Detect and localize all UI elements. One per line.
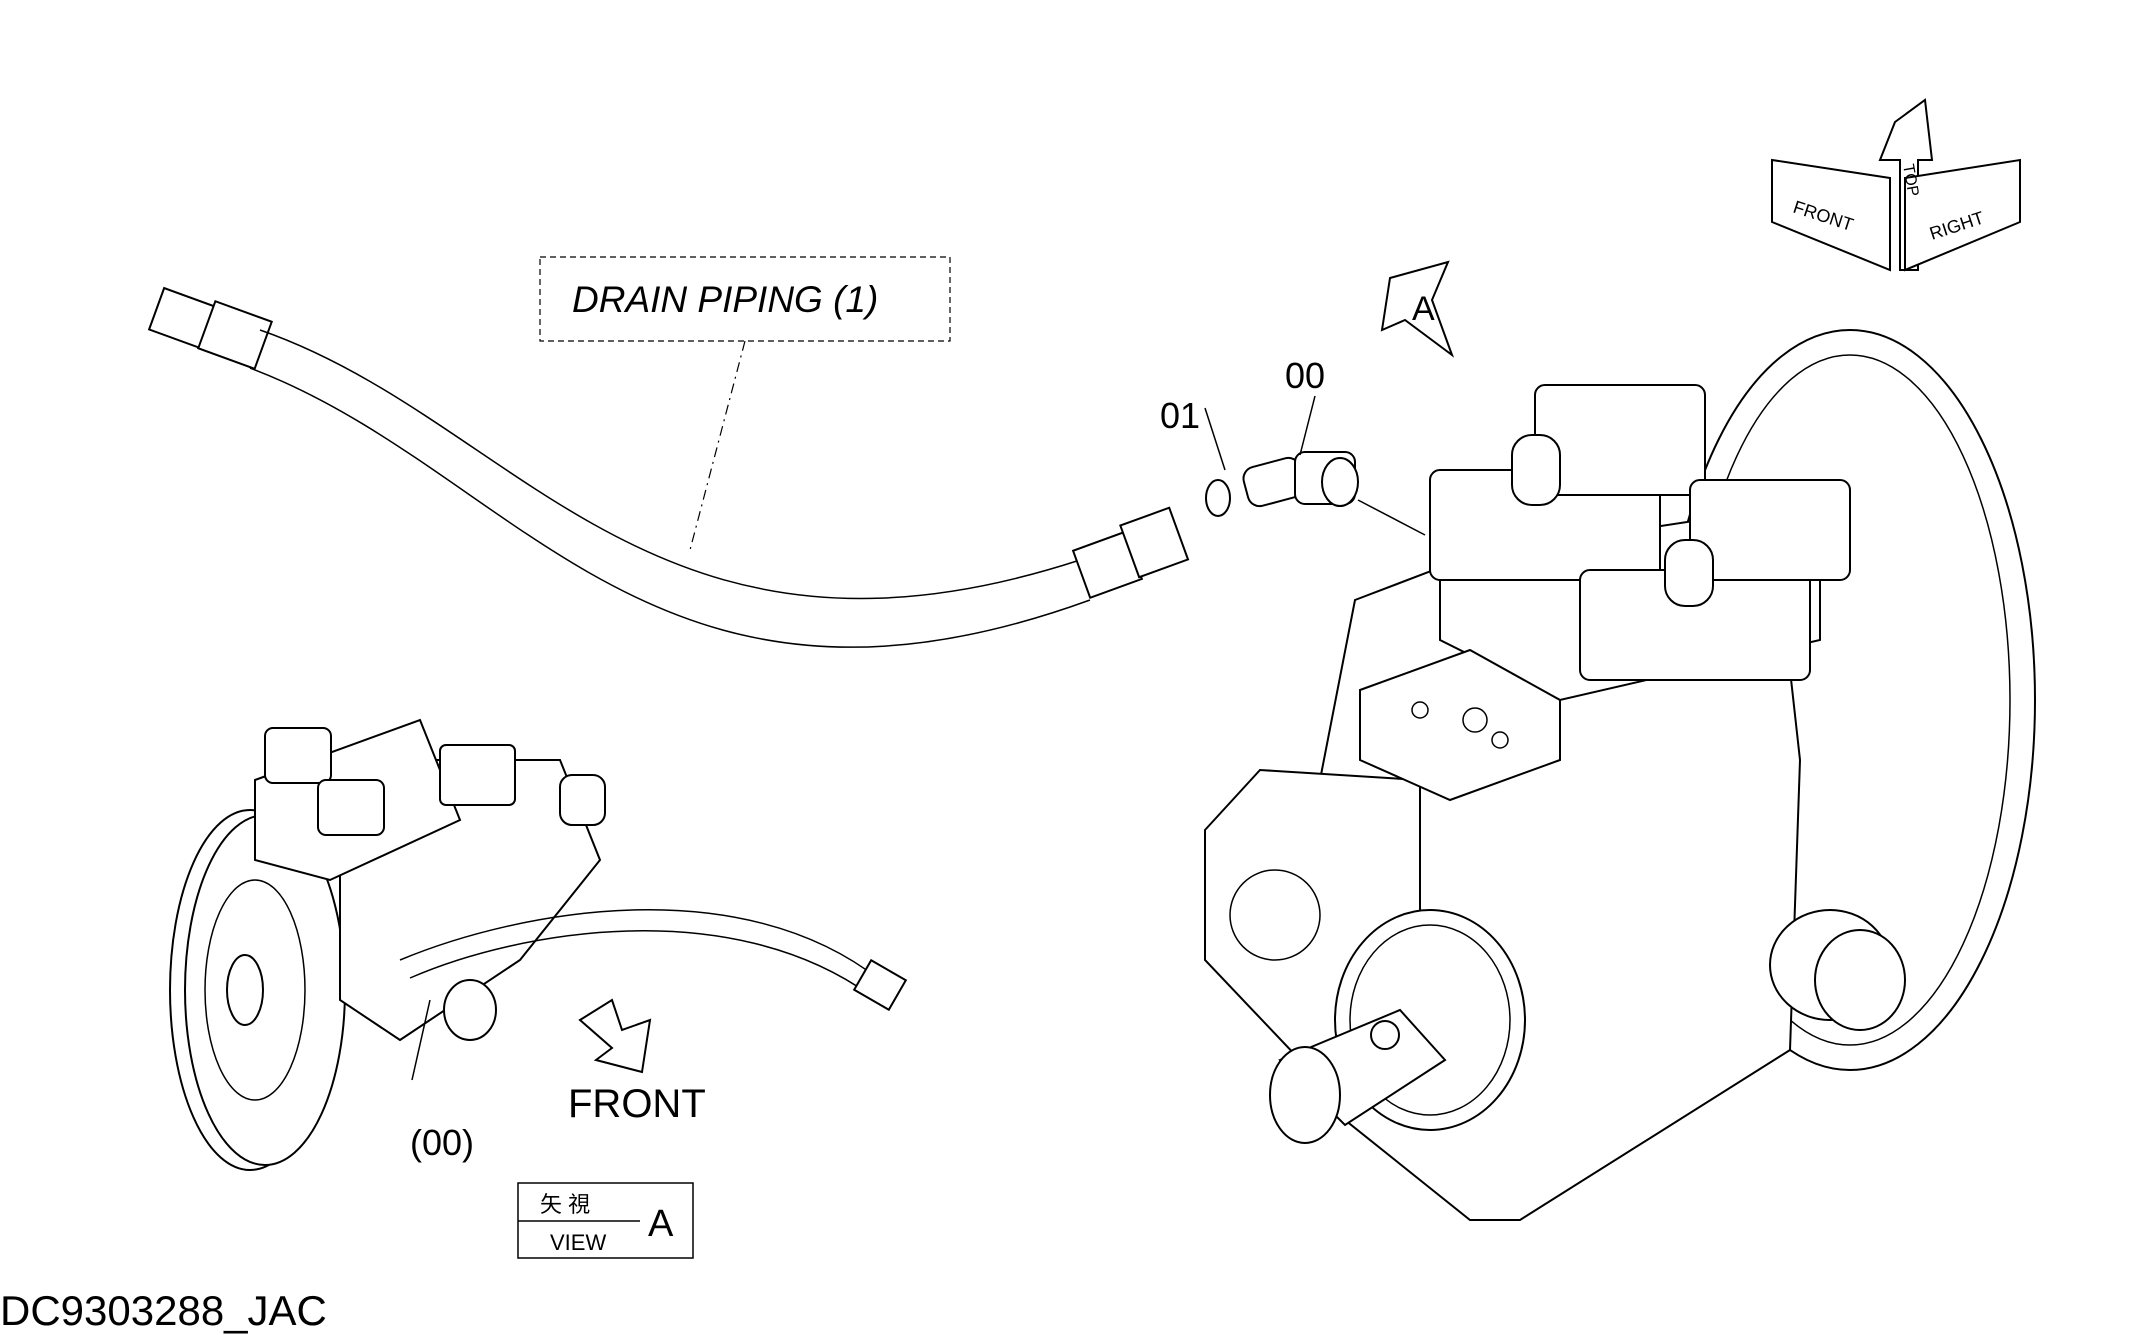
hydraulic-pump-main: [1204, 329, 2036, 1221]
view-a-marker: A: [1412, 290, 1435, 328]
o-ring-part: 01: [1160, 395, 1231, 517]
orientation-top-label: TOP: [1899, 163, 1921, 198]
o-ring-number: 01: [1160, 395, 1200, 436]
fitting-reference-number: (00): [410, 1122, 474, 1163]
hydraulic-pump-small: (00): [169, 718, 908, 1171]
elbow-fitting-part: 00: [1242, 355, 1426, 536]
view-box-view: VIEW: [550, 1230, 606, 1255]
orientation-indicator: FRONT TOP RIGHT: [1771, 98, 2021, 272]
front-label: FRONT: [568, 1082, 706, 1126]
drawing-id: DC9303288_JAC: [0, 1287, 327, 1334]
view-box-kanji: 矢 視: [540, 1192, 590, 1217]
drain-hose: [147, 286, 1190, 648]
fitting-number: 00: [1285, 355, 1325, 396]
view-a-box: 矢 視 VIEW A: [517, 1182, 694, 1259]
front-arrow: FRONT: [568, 998, 706, 1126]
view-box-letter: A: [648, 1203, 674, 1245]
view-a-arrow: A: [1380, 260, 1455, 358]
drain-piping-label: DRAIN PIPING (1): [572, 279, 878, 320]
drain-piping-callout: DRAIN PIPING (1): [539, 256, 951, 551]
